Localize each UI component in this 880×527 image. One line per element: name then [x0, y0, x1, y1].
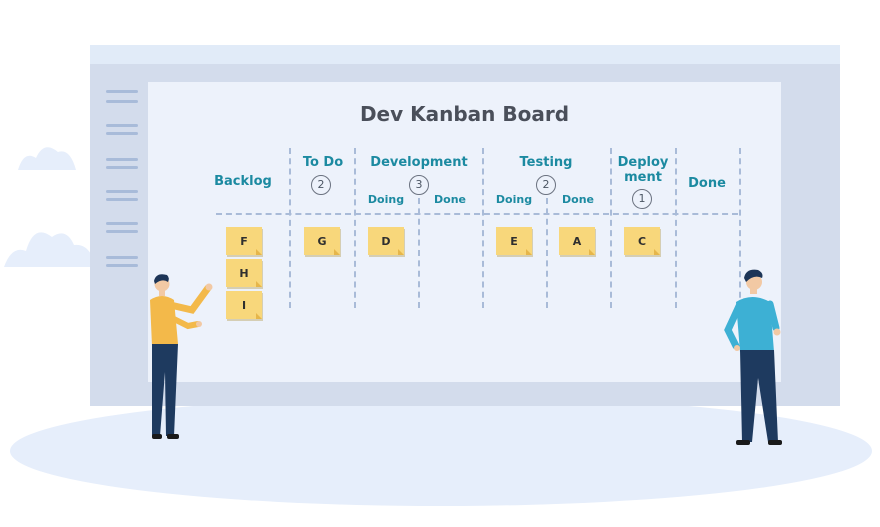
- board-title: Dev Kanban Board: [359, 102, 570, 126]
- subcolumn-divider: [546, 198, 548, 308]
- column-header-testing: Testing: [519, 155, 573, 170]
- wip-limit-deployment: 1: [632, 189, 652, 209]
- card-backlog[interactable]: H: [226, 259, 262, 287]
- column-header-todo: To Do: [302, 155, 344, 170]
- wip-limit-testing: 2: [536, 175, 556, 195]
- ruler-mark: [106, 230, 138, 233]
- wip-limit-todo: 2: [311, 175, 331, 195]
- card-deployment[interactable]: C: [624, 227, 660, 255]
- column-divider: [610, 148, 612, 308]
- person-observer-illustration: [724, 269, 782, 445]
- person-presenter-illustration: [150, 274, 213, 439]
- column-header-development: Development: [370, 155, 468, 170]
- ruler-mark: [106, 158, 138, 161]
- column-divider: [739, 148, 741, 308]
- column-divider: [289, 148, 291, 308]
- cloud-icon: [4, 232, 96, 267]
- column-header-done: Done: [688, 176, 726, 191]
- ruler-mark: [106, 90, 138, 93]
- column-divider: [675, 148, 677, 308]
- ruler-mark: [106, 198, 138, 201]
- subcolumn-test-doing: Doing: [495, 193, 533, 206]
- column-divider: [482, 148, 484, 308]
- ruler-mark: [106, 256, 138, 259]
- column-header-backlog: Backlog: [214, 174, 272, 189]
- column-header-deployment: Deploy ment: [617, 155, 669, 185]
- card-todo[interactable]: G: [304, 227, 340, 255]
- ruler-mark: [106, 124, 138, 127]
- card-backlog[interactable]: F: [226, 227, 262, 255]
- header-divider: [216, 213, 738, 215]
- ruler-mark: [106, 222, 138, 225]
- ruler-mark: [106, 100, 138, 103]
- wip-limit-development: 3: [409, 175, 429, 195]
- card-test-done[interactable]: A: [559, 227, 595, 255]
- ruler-mark: [106, 132, 138, 135]
- subcolumn-dev-done: Done: [434, 193, 466, 206]
- ruler-mark: [106, 166, 138, 169]
- column-divider: [354, 148, 356, 308]
- ruler-mark: [106, 264, 138, 267]
- card-test-doing[interactable]: E: [496, 227, 532, 255]
- card-dev-doing[interactable]: D: [368, 227, 404, 255]
- ruler-mark: [106, 190, 138, 193]
- subcolumn-divider: [418, 198, 420, 308]
- cloud-icon: [18, 147, 76, 170]
- subcolumn-dev-doing: Doing: [367, 193, 405, 206]
- board-frame-top: [90, 45, 840, 65]
- card-backlog[interactable]: I: [226, 291, 262, 319]
- subcolumn-test-done: Done: [562, 193, 594, 206]
